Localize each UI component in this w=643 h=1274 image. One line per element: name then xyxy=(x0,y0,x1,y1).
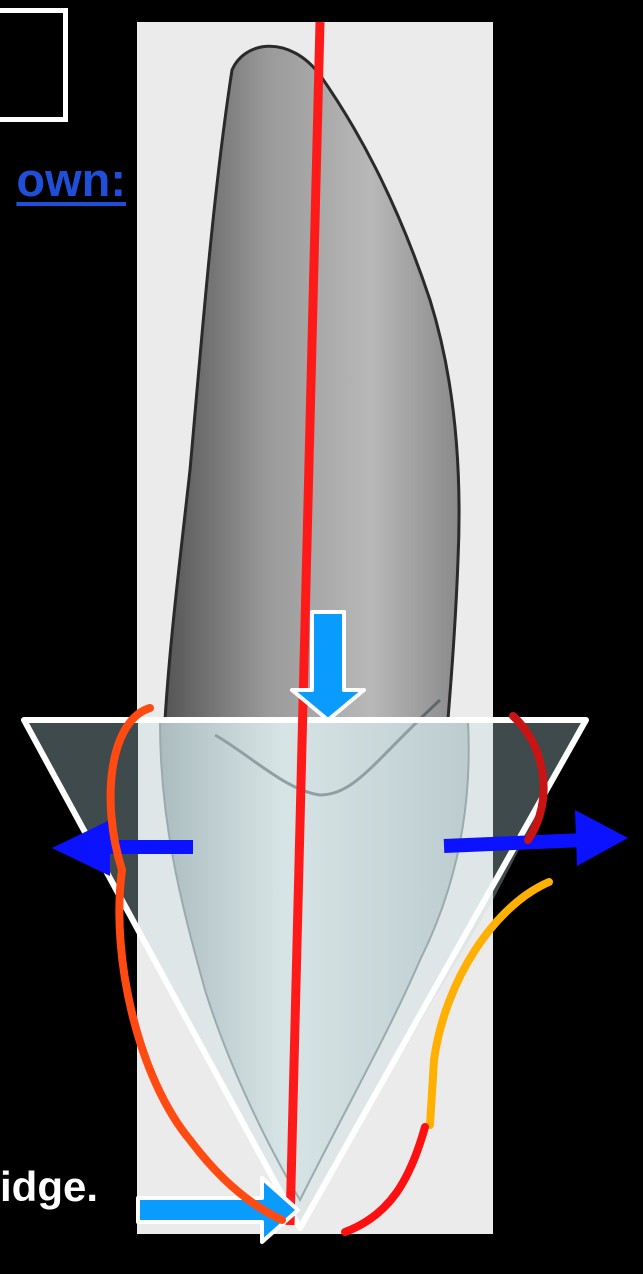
caption-text-fragment: idge. xyxy=(0,1163,99,1210)
incisal-right-arrow-icon xyxy=(136,1176,300,1244)
long-axis-line xyxy=(285,21,325,1226)
distal-outline-upper-curve xyxy=(509,712,548,844)
distal-outline-lower-curve xyxy=(341,1123,429,1236)
mesial-left-arrow-icon xyxy=(52,820,110,876)
triangle-inner-tint xyxy=(138,722,493,1225)
mesial-outline-upper-curve xyxy=(106,704,154,874)
tooth-crown xyxy=(158,721,470,1203)
heading-link-fragment[interactable]: own: xyxy=(16,153,126,206)
incisal-down-arrow-icon xyxy=(290,610,366,722)
mesial-outline-lower-curve xyxy=(115,866,286,1224)
distal-outline-middle-curve xyxy=(426,878,553,1129)
white-frame-box xyxy=(0,8,68,122)
distal-arrow-shaft xyxy=(443,833,586,853)
distal-right-arrow-icon xyxy=(575,810,628,866)
cementoenamel-junction xyxy=(214,698,442,797)
